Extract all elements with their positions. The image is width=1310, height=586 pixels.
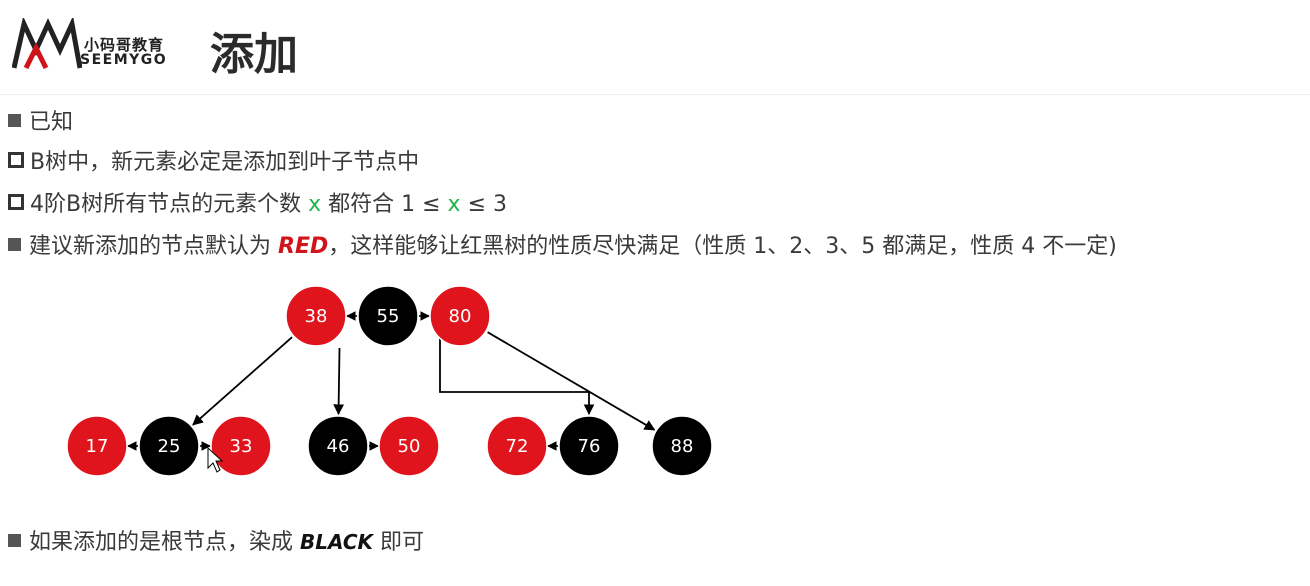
node-label: 88 <box>671 436 694 457</box>
node-label: 72 <box>506 436 529 457</box>
edge-80-76 <box>439 338 595 416</box>
node-label: 76 <box>578 436 601 457</box>
logo-text-en: SEEMYGO <box>80 52 168 68</box>
tree-node-38: 38 <box>285 285 347 347</box>
var-x: x <box>447 192 461 217</box>
bullet-known: 已知 <box>8 104 73 136</box>
tree-node-17: 17 <box>66 415 128 477</box>
tree-node-25: 25 <box>138 415 200 477</box>
bullet-order4: 4阶B树所有节点的元素个数 x 都符合 1 ≤ x ≤ 3 <box>8 186 507 218</box>
var-x: x <box>308 192 322 217</box>
tree-node-50: 50 <box>378 415 440 477</box>
node-label: 46 <box>327 436 350 457</box>
hollow-square-bullet-icon <box>8 194 24 210</box>
square-bullet-icon <box>8 238 21 251</box>
node-circle-red <box>285 285 347 347</box>
node-circle-black <box>558 415 620 477</box>
node-label: 33 <box>230 436 253 457</box>
tree-node-72: 72 <box>486 415 548 477</box>
node-label: 17 <box>86 436 109 457</box>
node-label: 55 <box>377 306 400 327</box>
edge-38-46 <box>333 347 345 416</box>
seemygo-logo-icon <box>12 18 82 70</box>
node-label: 38 <box>305 306 328 327</box>
tree-node-55: 55 <box>357 285 419 347</box>
tree-node-33: 33 <box>210 415 272 477</box>
node-circle-red <box>210 415 272 477</box>
node-circle-black <box>138 415 200 477</box>
node-circle-red <box>66 415 128 477</box>
node-circle-black <box>307 415 369 477</box>
node-circle-black <box>357 285 419 347</box>
node-circle-red <box>378 415 440 477</box>
mouse-cursor-icon <box>207 446 224 473</box>
edge-38-25 <box>192 336 293 426</box>
square-bullet-icon <box>8 534 21 547</box>
node-label: 50 <box>398 436 421 457</box>
bullet-b-tree-leaf: B树中，新元素必定是添加到叶子节点中 <box>8 144 419 176</box>
black-keyword: BLACK <box>300 530 374 554</box>
node-circle-black <box>651 415 713 477</box>
tree-node-46: 46 <box>307 415 369 477</box>
edge-80-88 <box>487 331 656 431</box>
header: 小码哥教育 SEEMYGO 添加 <box>0 0 1310 95</box>
red-black-tree-diagram: 38 55 80 17 25 33 46 50 72 76 88 <box>66 285 713 477</box>
node-circle-red <box>486 415 548 477</box>
square-bullet-icon <box>8 114 21 127</box>
hollow-square-bullet-icon <box>8 152 24 168</box>
logo-text-cn: 小码哥教育 <box>84 36 165 54</box>
node-circle-red <box>429 285 491 347</box>
tree-node-88: 88 <box>651 415 713 477</box>
logo: 小码哥教育 SEEMYGO <box>12 18 182 74</box>
page-title: 添加 <box>210 29 298 80</box>
bullet-suggest-red: 建议新添加的节点默认为 RED，这样能够让红黑树的性质尽快满足（性质 1、2、3… <box>8 228 1117 260</box>
node-label: 25 <box>158 436 181 457</box>
node-label: 80 <box>449 306 472 327</box>
bullet-root-black: 如果添加的是根节点，染成 BLACK 即可 <box>8 524 424 556</box>
tree-node-76: 76 <box>558 415 620 477</box>
red-keyword: RED <box>278 234 329 259</box>
tree-node-80: 80 <box>429 285 491 347</box>
